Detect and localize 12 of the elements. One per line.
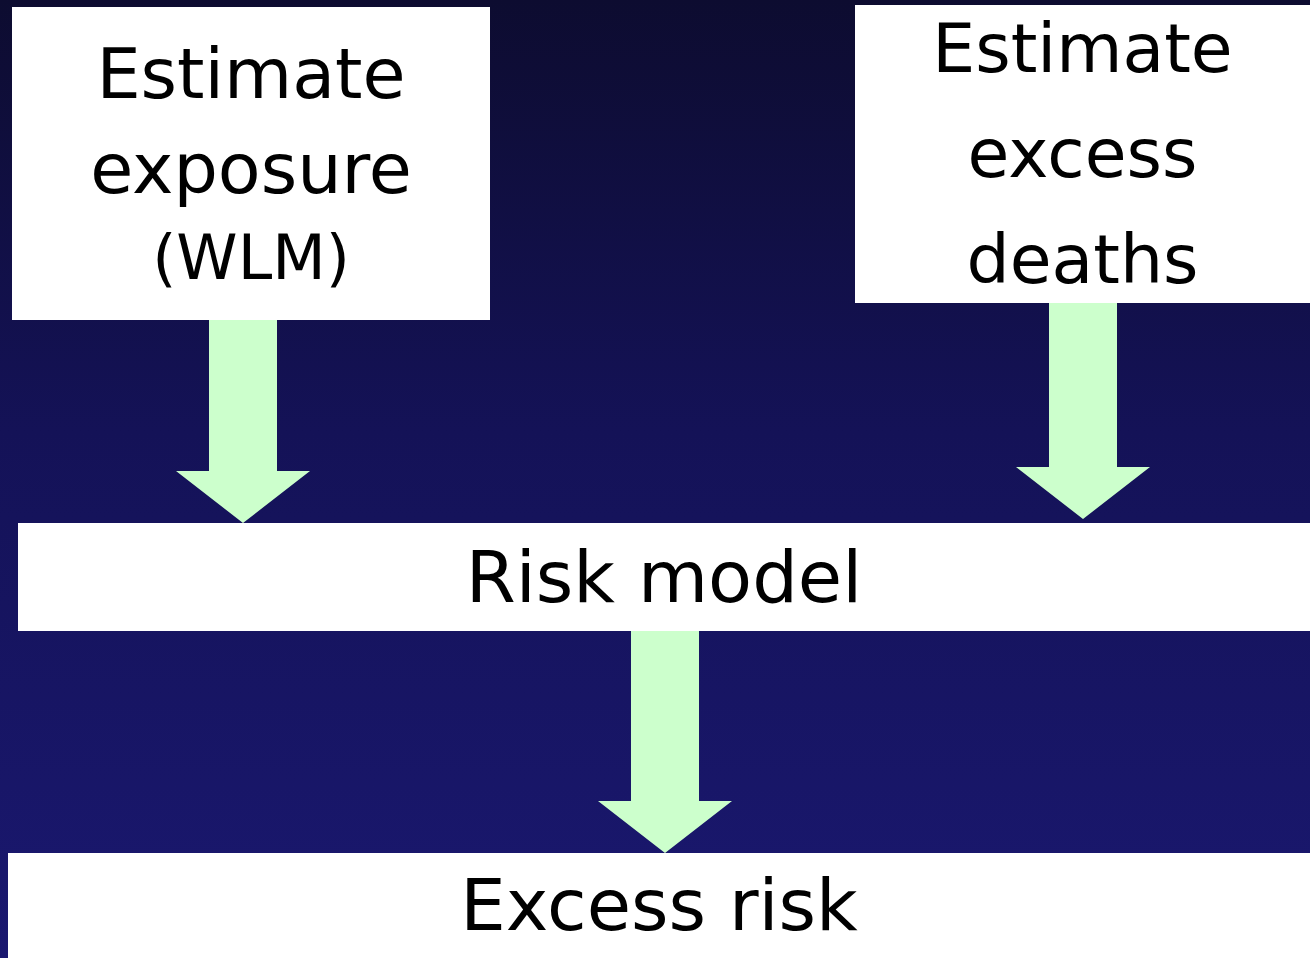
box-text: Risk model — [465, 533, 863, 621]
process-box — [855, 5, 1310, 303]
box-text: Excess risk — [460, 862, 858, 949]
process-box — [12, 7, 490, 320]
process-box — [8, 853, 1310, 958]
box-text: (WLM) — [152, 220, 350, 297]
box-text: Estimate exposure — [89, 32, 413, 212]
box-text: Estimate excess deaths — [931, 7, 1234, 301]
block-arrow — [1016, 303, 1150, 519]
block-arrow — [176, 320, 310, 523]
block-arrow — [598, 631, 732, 853]
process-box — [18, 523, 1310, 631]
